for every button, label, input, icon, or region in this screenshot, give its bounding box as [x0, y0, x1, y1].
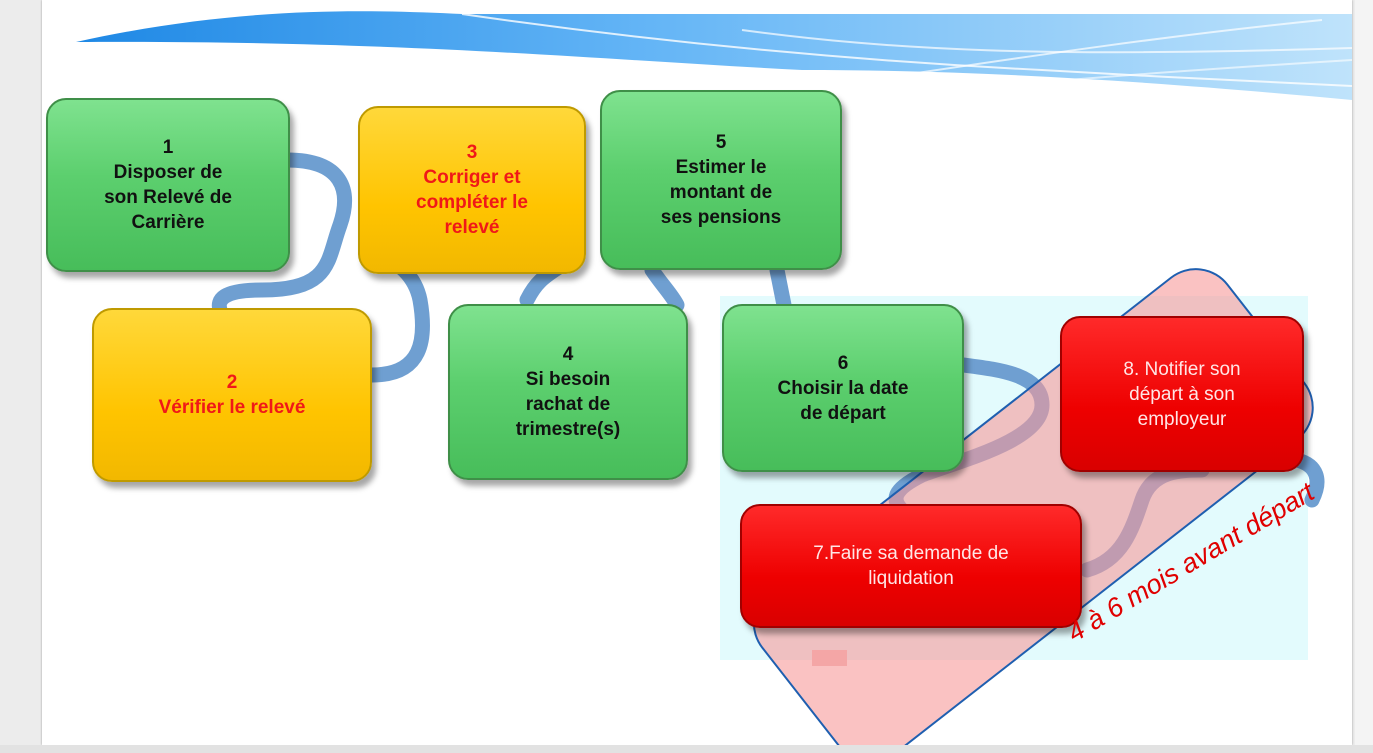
slide: 1 Disposer de son Relevé de Carrière 2 V…	[42, 0, 1352, 745]
step-label-line: trimestre(s)	[515, 419, 621, 440]
step-number: 2	[226, 372, 238, 393]
step-label-line: compléter le	[416, 192, 528, 213]
step-label-line: employeur	[1137, 408, 1227, 430]
window-bottom-edge	[0, 745, 1373, 753]
step-number: 1	[162, 137, 174, 158]
step-number: 4	[562, 344, 574, 365]
step-label-line: Estimer le	[675, 157, 767, 178]
step-label-line: liquidation	[868, 568, 954, 589]
step-label-line: relevé	[444, 217, 500, 238]
step-label-line: de départ	[800, 402, 886, 424]
step-3-box: 3 Corriger et compléter le relevé	[358, 106, 586, 274]
step-4-box: 4 Si besoin rachat de trimestre(s)	[448, 304, 688, 480]
step-5-box: 5 Estimer le montant de ses pensions	[600, 90, 842, 270]
step-number: 5	[715, 132, 727, 153]
window-edge	[1355, 0, 1373, 753]
step-label-line: Si besoin	[525, 369, 611, 390]
step-label-line: Vérifier le relevé	[158, 397, 306, 418]
step-2-box: 2 Vérifier le relevé	[92, 308, 372, 482]
wave-decoration	[76, 11, 1352, 101]
step-label-line: 8. Notifier son	[1123, 358, 1241, 380]
step-label-line: ses pensions	[660, 207, 782, 228]
step-8-box: 8. Notifier son départ à son employeur	[1060, 316, 1304, 472]
step-label-line: son Relevé de	[104, 187, 232, 208]
step-number: 6	[837, 352, 849, 374]
step-label-line: Carrière	[131, 212, 205, 233]
step-label-line: Disposer de	[113, 162, 223, 183]
step-label-line: départ à son	[1129, 383, 1235, 405]
step-label-line: Choisir la date	[777, 377, 909, 399]
step-label-line: montant de	[669, 182, 773, 203]
step-label-line: rachat de	[525, 394, 611, 415]
step-label-line: 7.Faire sa demande de	[813, 543, 1009, 564]
step-6-box: 6 Choisir la date de départ	[722, 304, 964, 472]
step-number: 3	[466, 142, 478, 163]
step-label-line: Corriger et	[423, 167, 521, 188]
step-1-box: 1 Disposer de son Relevé de Carrière	[46, 98, 290, 272]
step-7-box: 7.Faire sa demande de liquidation	[740, 504, 1082, 628]
